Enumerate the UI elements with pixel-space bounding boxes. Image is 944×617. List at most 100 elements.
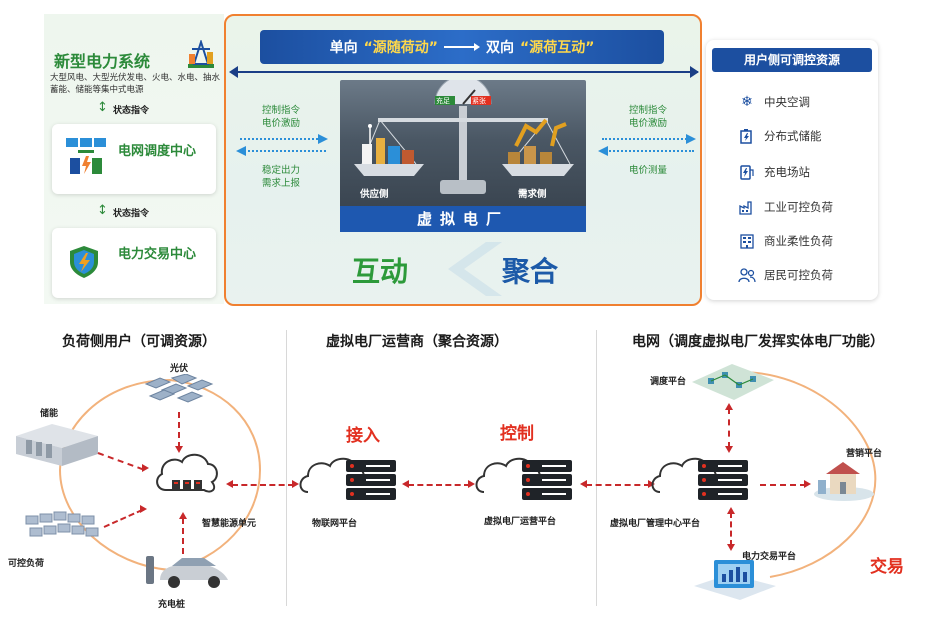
- dashed-connector: [760, 484, 806, 486]
- resource-label: 充电场站: [764, 165, 810, 179]
- load-side-section-title: 负荷侧用户（可调资源）: [62, 334, 216, 350]
- snowflake-icon: ❄: [741, 94, 753, 110]
- charging-icon: [738, 163, 756, 181]
- iot-platform-icon: [299, 457, 396, 500]
- vpp-label: 虚拟电厂: [340, 206, 586, 232]
- supply-side-label: 供应侧: [360, 189, 389, 200]
- up-down-arrow-icon: ↕: [97, 100, 108, 115]
- dotted-arrow-line: [240, 138, 326, 140]
- section-divider: [286, 330, 287, 606]
- arrow-left-icon: [226, 480, 233, 488]
- shield-lightning-icon: [70, 246, 98, 278]
- power-tower-icon: [188, 40, 214, 68]
- dashed-connector: [178, 412, 180, 448]
- arrow-right-icon: [686, 134, 696, 144]
- banner-right-text: 双向: [486, 40, 514, 56]
- balance-scale-illustration: 供应侧 需求侧 充足 紧张: [340, 80, 586, 230]
- vpp-operator-section-title: 虚拟电厂运营商（聚合资源）: [326, 334, 508, 350]
- grid-section-title: 电网（调度虚拟电厂发挥实体电厂功能）: [632, 334, 884, 350]
- banner-left-text: 单向: [329, 40, 358, 56]
- dashed-connector: [232, 484, 294, 486]
- interaction-word: 互动: [352, 255, 409, 288]
- dashed-connector: [730, 512, 732, 546]
- arrow-up-icon: [727, 507, 735, 514]
- arrow-left-icon: [598, 146, 608, 156]
- marketing-platform-icon: [814, 462, 874, 501]
- resource-item: 工业可控负荷: [738, 197, 878, 217]
- people-icon: [738, 266, 756, 284]
- resource-label: 居民可控负荷: [764, 268, 833, 282]
- trade-platform-icon: [694, 560, 776, 600]
- resource-label: 分布式储能: [764, 129, 822, 143]
- smart-energy-cloud-icon: [156, 453, 218, 493]
- resource-item: 居民可控负荷: [738, 265, 878, 285]
- arrow-left-icon: [236, 146, 246, 156]
- storage-label: 储能: [40, 409, 59, 419]
- marketing-platform-label: 营销平台: [846, 449, 883, 459]
- arrow-right-icon: [468, 480, 475, 488]
- user-resources-panel: [706, 40, 878, 300]
- arrow-right-icon: [318, 134, 328, 144]
- controllable-load-icon: [25, 511, 99, 537]
- trade-center-label: 电力交易中心: [117, 247, 196, 262]
- ev-car-icon: [146, 556, 228, 588]
- resource-label: 工业可控负荷: [764, 200, 833, 214]
- dotted-arrow-line: [240, 150, 326, 152]
- status-command-label: 状态指令: [113, 209, 150, 219]
- power-system-title: 新型电力系统: [54, 52, 151, 71]
- banner-quote-2: “源荷互动”: [520, 40, 595, 56]
- resource-item: 商业柔性负荷: [738, 231, 878, 251]
- vpp-management-center-label: 虚拟电厂管理中心平台: [610, 519, 701, 529]
- source-load-banner: 单向 “源随荷动” 双向 “源荷互动”: [260, 30, 664, 64]
- resource-label: 中央空调: [764, 95, 810, 109]
- control-incentive-label-right: 控制指令 电价激励: [628, 105, 667, 129]
- power-system-subtitle: 大型风电、大型光伏发电、火电、水电、抽水蓄能、储能等集中式电源: [50, 73, 221, 95]
- resource-item: ❄ 中央空调: [738, 92, 878, 112]
- grid-side-arc: [739, 371, 877, 578]
- tight-tag: 紧张: [472, 97, 486, 105]
- status-command-label: 状态指令: [113, 106, 150, 116]
- pv-label: 光伏: [170, 364, 189, 374]
- axis-arrow-left-icon: [229, 66, 238, 78]
- arrow-up-icon: [179, 512, 187, 519]
- double-chevron-icon: [448, 242, 502, 296]
- vpp-management-center-icon: [651, 457, 748, 500]
- dashed-connector: [586, 484, 650, 486]
- solar-panel-icon: [144, 374, 214, 403]
- load-side-arc: [58, 379, 262, 571]
- dashed-connector: [728, 408, 730, 448]
- access-label: 接入: [346, 426, 380, 446]
- user-resources-title: 用户侧可调控资源: [712, 48, 872, 72]
- arrow-left-icon: [402, 480, 409, 488]
- dotted-arrow-line: [602, 150, 694, 152]
- charging-pile-label: 充电桩: [158, 600, 186, 610]
- long-arrow-icon: [444, 43, 480, 51]
- horizontal-axis-line: [232, 71, 698, 73]
- dispatch-platform-label: 调度平台: [650, 377, 687, 387]
- balance-scale-icon: [354, 80, 574, 194]
- arrow-right-icon: [142, 464, 149, 472]
- resource-label: 商业柔性负荷: [764, 234, 833, 248]
- dispatch-platform-icon: [692, 364, 774, 400]
- axis-arrow-right-icon: [690, 66, 699, 78]
- stable-output-label: 稳定出力 需求上报: [261, 165, 300, 189]
- arrow-right-icon: [140, 505, 147, 513]
- banner-quote-1: “源随荷动”: [363, 40, 438, 56]
- arrow-down-icon: [727, 544, 735, 551]
- price-measure-label: 电价测量: [628, 165, 667, 176]
- control-label: 控制: [500, 424, 534, 444]
- resource-item: 分布式储能: [738, 126, 878, 146]
- arrow-left-icon: [580, 480, 587, 488]
- dashed-connector: [182, 518, 184, 554]
- arrow-right-icon: [804, 480, 811, 488]
- trade-platform-label: 电力交易平台: [742, 552, 797, 562]
- control-incentive-label-left: 控制指令 电价激励: [261, 105, 300, 129]
- vpp-operation-platform-icon: [475, 457, 572, 500]
- dashed-connector: [408, 484, 470, 486]
- dispatch-screens-icon: [66, 138, 106, 174]
- battery-icon: [738, 127, 756, 145]
- demand-side-label: 需求侧: [518, 189, 547, 200]
- dispatch-center-label: 电网调度中心: [117, 144, 196, 159]
- up-down-arrow-icon: ↕: [97, 203, 108, 218]
- arrow-right-icon: [648, 480, 655, 488]
